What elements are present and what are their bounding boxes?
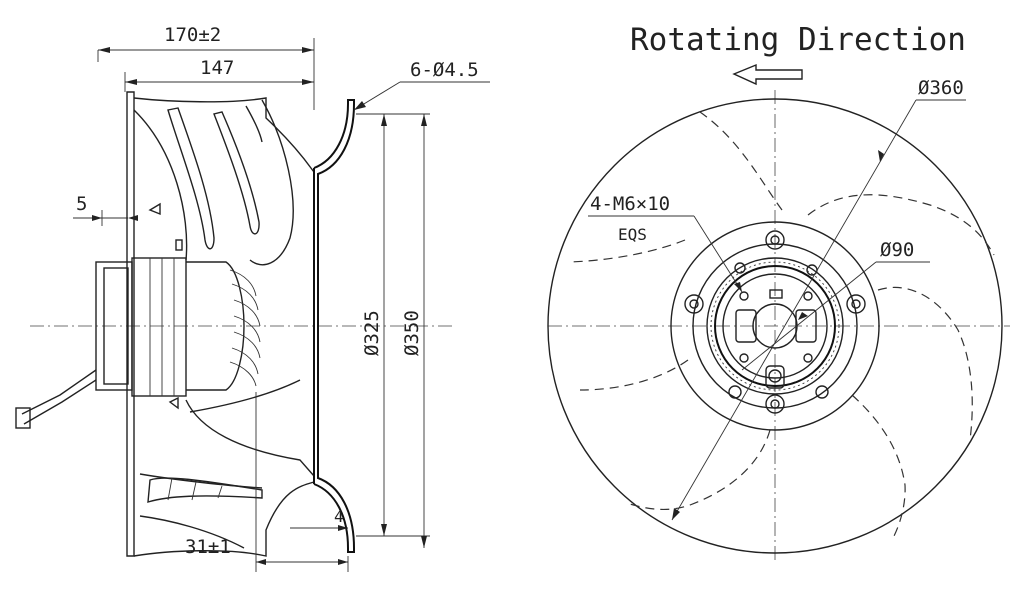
dim-impeller-diameter: Ø360 xyxy=(671,77,966,521)
dim-offset: 5 xyxy=(73,193,138,226)
dim-body-length: 147 xyxy=(124,57,314,92)
rotating-direction-title: Rotating Direction xyxy=(630,22,966,58)
motor xyxy=(15,257,261,429)
lower-slot-1 xyxy=(139,515,245,549)
impeller-blade-upper2 xyxy=(249,99,294,266)
inlet-height-label: 31±1 xyxy=(185,536,231,558)
offset-label: 5 xyxy=(76,193,87,215)
rotation-arrow-icon xyxy=(732,63,803,86)
body-length-label: 147 xyxy=(200,57,234,79)
dim-threads: 4-M6×10 EQS xyxy=(588,193,743,293)
impeller-blade-lower xyxy=(139,473,263,489)
mount-holes-label: 6-Ø4.5 xyxy=(410,59,479,81)
dim-flange: 4 xyxy=(290,507,348,531)
slot-1 xyxy=(167,107,215,250)
dim-diameters: Ø325 Ø350 xyxy=(356,113,430,548)
side-view: 170±2 147 5 xyxy=(15,24,490,572)
dim-inlet-height: 31±1 xyxy=(185,392,349,572)
dim-mount-holes: 6-Ø4.5 xyxy=(353,59,490,111)
lower-blade-twist-1 xyxy=(167,477,173,501)
threads-label: 4-M6×10 xyxy=(590,193,670,215)
overall-length-label: 170±2 xyxy=(164,24,221,46)
hub-diameter-label: Ø90 xyxy=(880,239,914,261)
lower-inner-2 xyxy=(189,379,301,413)
dim-overall-length: 170±2 xyxy=(97,24,315,110)
impeller-shroud-lower xyxy=(133,481,315,557)
threads-standard-label: EQS xyxy=(618,225,647,244)
lower-blade-twist-2 xyxy=(191,481,197,501)
outer-diameter-label: Ø350 xyxy=(401,310,423,356)
front-view: Rotating Direction xyxy=(547,22,1010,560)
impeller-shroud-upper xyxy=(133,97,315,174)
lower-twisted-blade xyxy=(147,477,263,503)
inlet-ring xyxy=(313,99,355,553)
inner-diameter-label: Ø325 xyxy=(361,310,383,356)
lower-blade-twist-3 xyxy=(217,485,223,499)
flange-thickness-label: 4 xyxy=(334,507,344,526)
impeller-blade-upper xyxy=(133,109,188,261)
slot-3 xyxy=(245,105,263,143)
dim-hub-diameter: Ø90 xyxy=(741,239,930,371)
hub-assembly xyxy=(670,221,880,431)
lower-inner xyxy=(185,399,315,477)
slot-2 xyxy=(213,111,260,235)
dashed-blades xyxy=(569,111,995,541)
impeller-outline xyxy=(547,98,1003,554)
impeller-diameter-label: Ø360 xyxy=(918,77,964,99)
